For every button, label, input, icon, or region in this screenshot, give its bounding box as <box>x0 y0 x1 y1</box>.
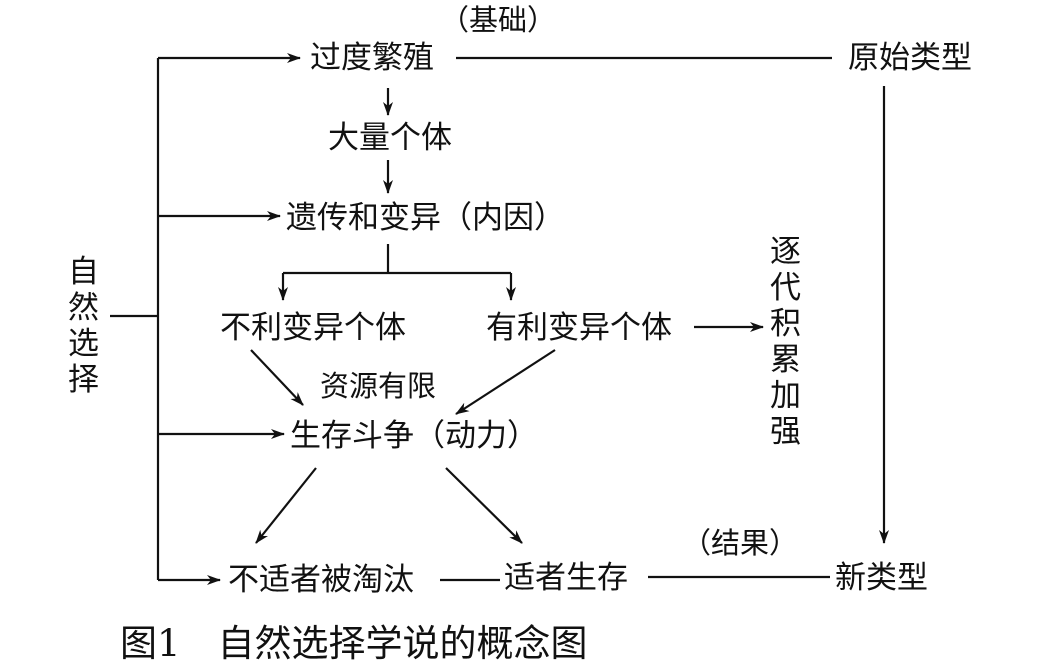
node-struggle: 生存斗争（动力） <box>290 418 538 454</box>
arrow-struggle-to-fittest <box>445 467 523 544</box>
note-result: （结果） <box>682 526 798 560</box>
figure-caption: 图1 自然选择学说的概念图 <box>120 622 588 665</box>
node-unfit-eliminated: 不适者被淘汰 <box>228 562 414 598</box>
node-fittest-survive: 适者生存 <box>504 560 628 596</box>
connectors <box>110 53 889 585</box>
node-favorable-variants: 有利变异个体 <box>486 310 672 346</box>
note-basis: （基础） <box>440 3 556 37</box>
gradual-accumulation-text: 逐代积累加强 <box>770 234 801 450</box>
arrow-unfavorable-to-struggle <box>250 349 304 406</box>
label-gradual-accumulation: 逐代积累加强 <box>770 234 801 450</box>
label-natural-selection: 自然选择 <box>68 254 99 398</box>
arrow-favorable-to-struggle <box>455 349 556 415</box>
node-unfavorable-variants: 不利变异个体 <box>220 310 406 346</box>
natural-selection-text: 自然选择 <box>68 254 99 398</box>
node-new-type: 新类型 <box>835 560 928 596</box>
node-heredity-variation: 遗传和变异（内因） <box>286 200 565 236</box>
node-overbreeding: 过度繁殖 <box>310 40 434 76</box>
node-original-type: 原始类型 <box>848 40 972 76</box>
arrow-struggle-to-unfit <box>255 467 317 544</box>
node-many-individuals: 大量个体 <box>328 120 452 156</box>
note-limited-resources: 资源有限 <box>320 369 436 403</box>
